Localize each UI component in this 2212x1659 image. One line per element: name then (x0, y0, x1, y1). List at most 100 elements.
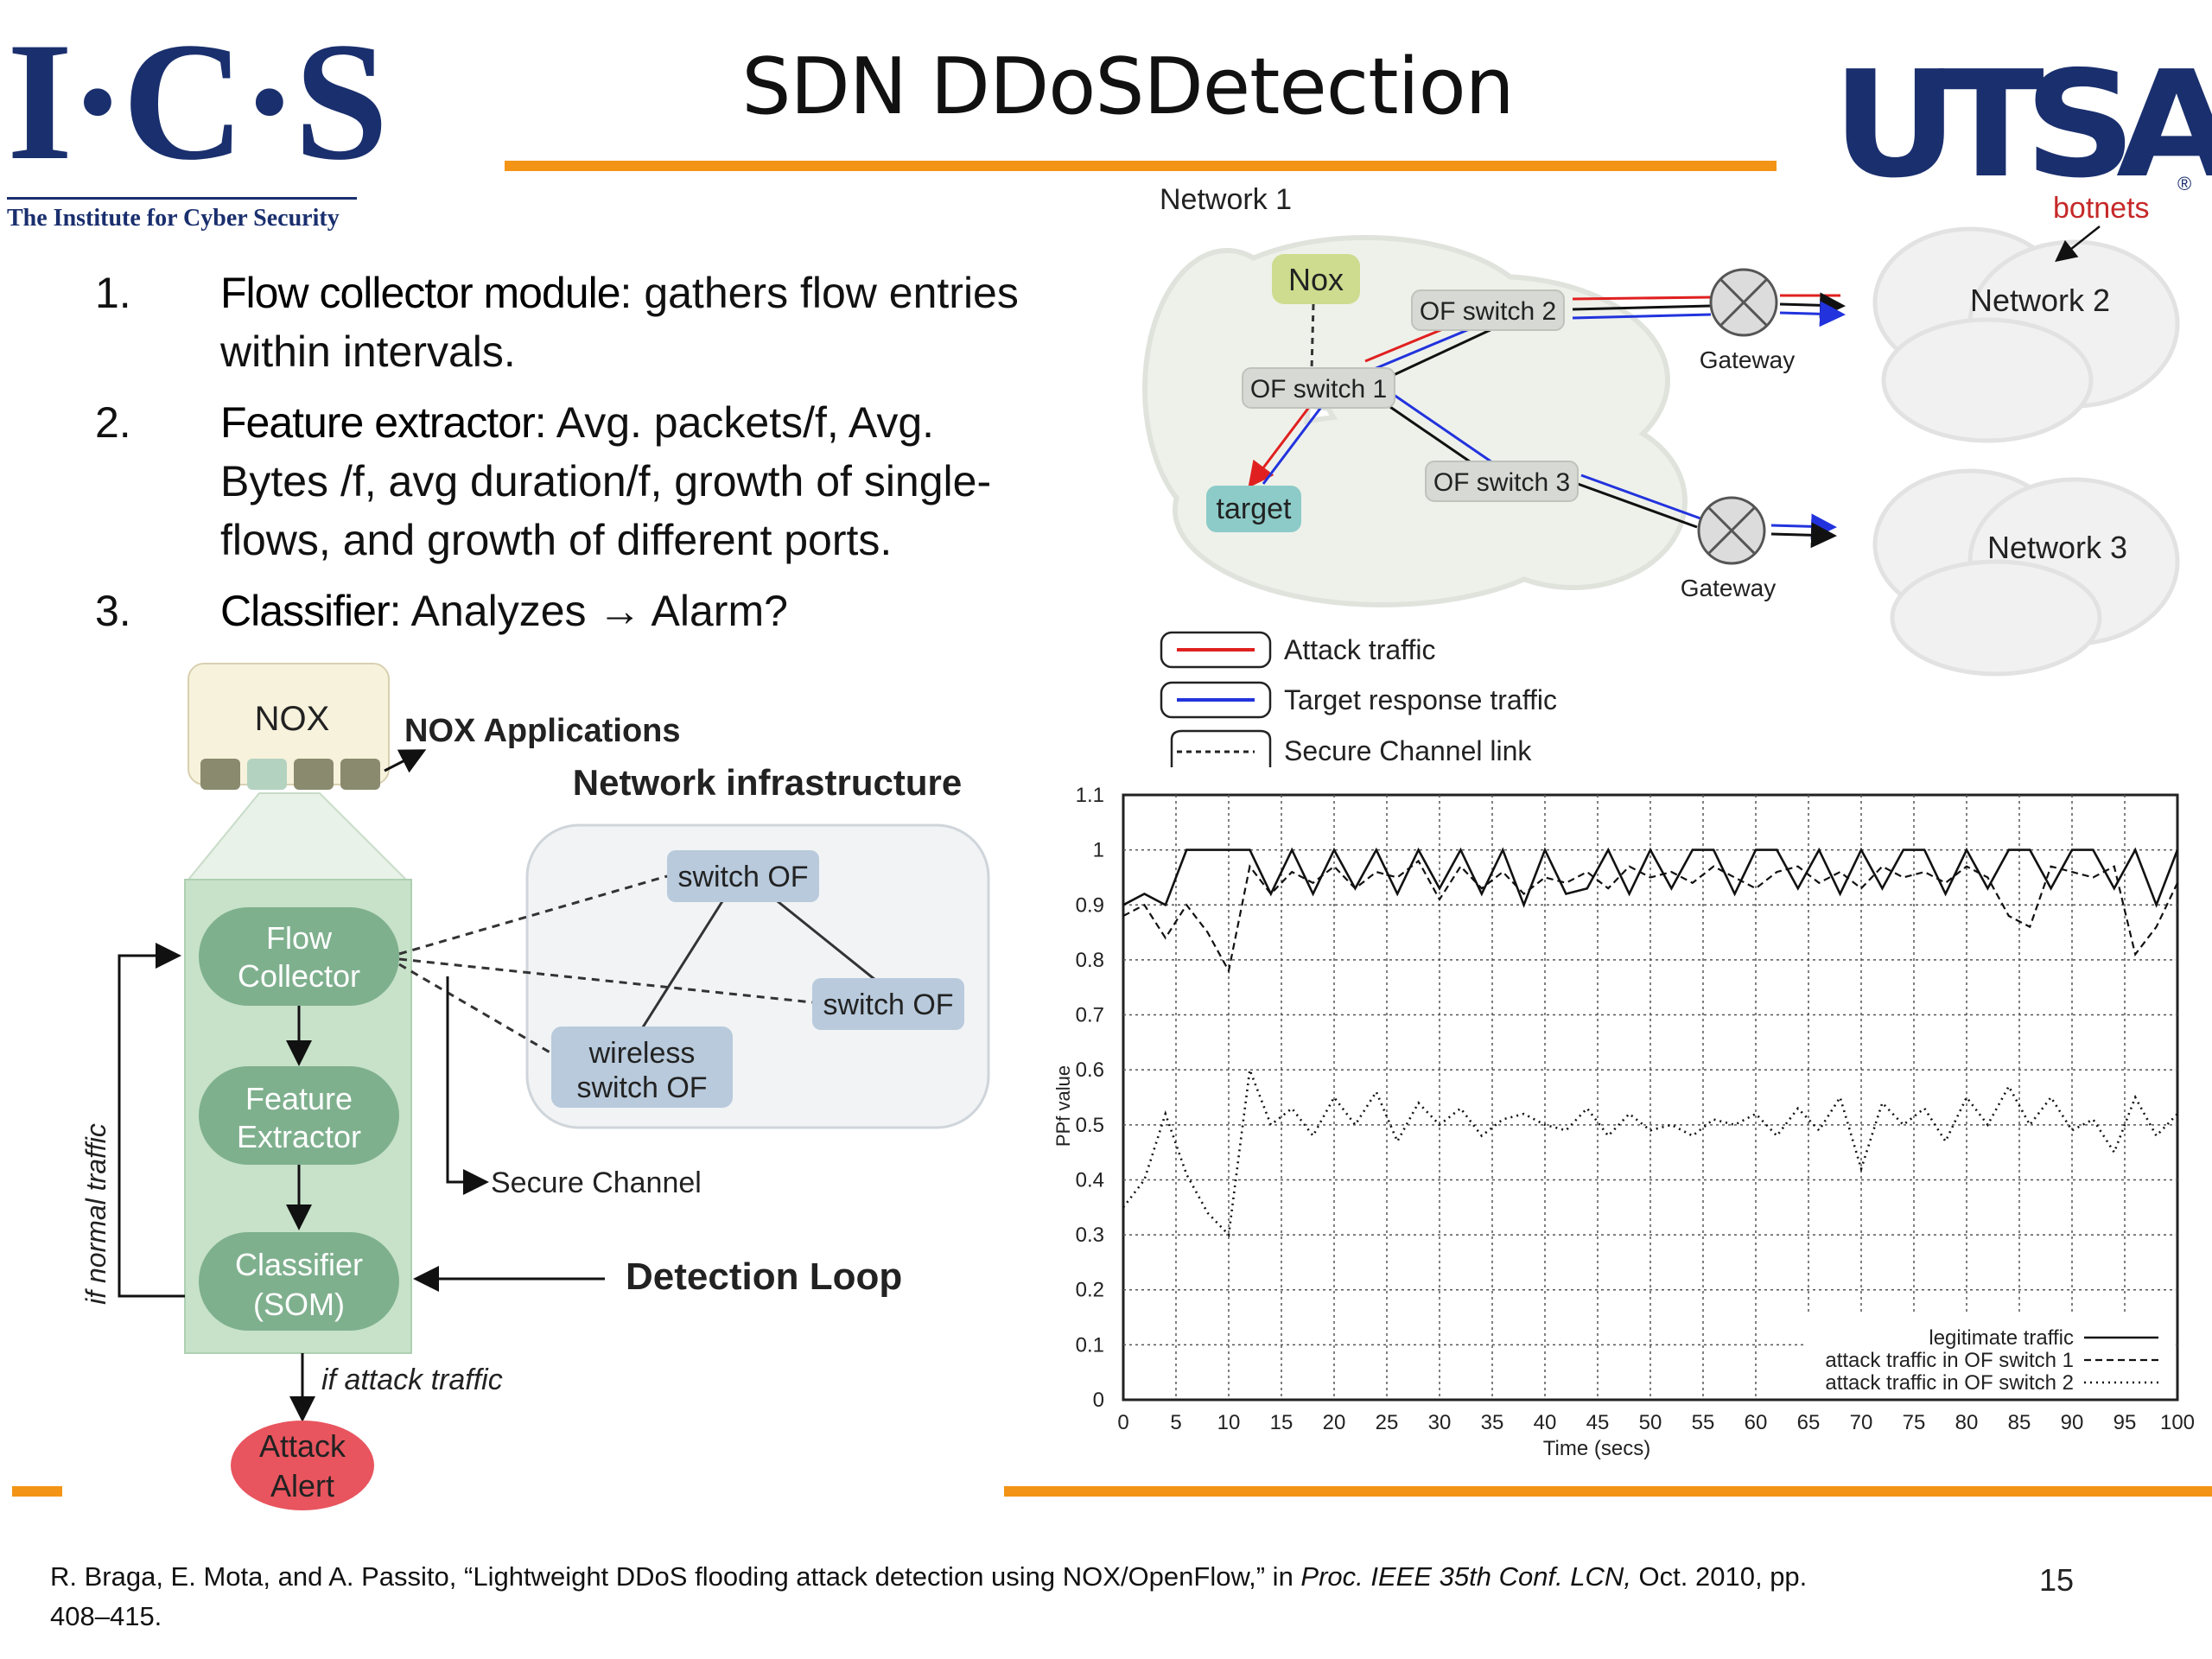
legend-background (1806, 1313, 2173, 1396)
botnets-arrow (2055, 226, 2101, 263)
bullet-description: : Analyzes → Alarm? (389, 587, 788, 635)
flow-collector-node (199, 907, 399, 1006)
bullet-number: 2. (95, 398, 131, 447)
bullet-description: : Avg. packets/f, Avg. Bytes /f, avg dur… (220, 398, 992, 564)
page-number: 15 (2039, 1562, 2075, 1598)
title-underline (505, 161, 1777, 171)
chart-y-axis-label: PPf value (1052, 1065, 1074, 1147)
legend-attack-traffic: Attack traffic (1284, 634, 1435, 665)
bullet-text: Classifier: Analyzes → Alarm? (220, 582, 788, 640)
x-tick-label: 60 (1745, 1411, 1768, 1434)
x-tick-label: 85 (2008, 1411, 2031, 1434)
response-link (1382, 385, 1504, 472)
attack-alert-node (231, 1421, 374, 1510)
bottom-right-rule (1004, 1486, 2212, 1497)
list-item: 1. Flow collector module: gathers flow e… (95, 264, 1028, 381)
normal-traffic-loop (118, 943, 185, 1298)
nox-zoom-funnel (186, 792, 409, 880)
bullet-text: Flow collector module: gathers flow entr… (220, 264, 1028, 381)
utsa-logo: UTSA (1832, 40, 2212, 211)
feature-extractor-label: Feature (245, 1081, 353, 1116)
x-tick-label: 65 (1797, 1411, 1821, 1434)
target-node (1206, 486, 1301, 532)
bullet-list: 1. Flow collector module: gathers flow e… (95, 264, 1028, 652)
ics-logo: I·C·S The Institute for Cyber Security (7, 17, 389, 232)
bullet-number: 3. (95, 587, 131, 635)
x-tick-label: 35 (1481, 1411, 1504, 1434)
if-normal-traffic-label: if normal traffic (80, 1123, 111, 1305)
of-switch-1-label: OF switch 1 (1250, 375, 1387, 404)
ics-logo-subtitle: The Institute for Cyber Security (7, 197, 357, 232)
bullet-description: : gathers flow entries within intervals. (220, 269, 1019, 376)
wireless-switch-label: switch OF (576, 1071, 707, 1104)
x-tick-label: 20 (1323, 1411, 1346, 1434)
chart-x-axis-label: Time (secs) (1543, 1437, 1650, 1460)
slide-title: SDN DDoSDetection (741, 41, 1514, 132)
x-tick-label: 55 (1692, 1411, 1715, 1434)
switch-of-top-label: switch OF (677, 861, 808, 893)
citation-text: Oct. 2010, pp. 408–415. (50, 1561, 1808, 1631)
nox-node-label: Nox (1288, 262, 1344, 297)
network-1-cloud-fill (1147, 240, 1682, 602)
x-tick-label: 15 (1270, 1411, 1294, 1434)
attack-alert-label: Alert (270, 1468, 334, 1503)
link (1572, 304, 1712, 311)
series-line-3 (1122, 1069, 2178, 1237)
response-link (1580, 474, 1701, 520)
list-item: 2. Feature extractor: Avg. packets/f, Av… (95, 393, 1028, 569)
response-link (1779, 301, 1846, 327)
y-tick-label: 0.9 (1076, 893, 1104, 917)
bottom-left-rule (12, 1486, 62, 1497)
flow-collector-label: Collector (238, 958, 360, 994)
network-2-label: Network 2 (1970, 283, 2110, 318)
y-tick-label: 0.2 (1076, 1279, 1104, 1302)
secure-channel-callout (446, 976, 489, 1195)
nox-node (1272, 254, 1360, 304)
bullet-term: Feature extractor (220, 398, 536, 447)
x-tick-label: 30 (1428, 1411, 1452, 1434)
link (1382, 320, 1510, 382)
if-attack-traffic-label: if attack traffic (321, 1363, 503, 1396)
legend-entry: attack traffic in OF switch 2 (1825, 1371, 2074, 1395)
of-switch-1-node (1242, 367, 1395, 409)
feature-extractor-node (199, 1066, 399, 1165)
y-tick-label: 0.4 (1076, 1168, 1104, 1192)
network-legend: Attack traffic Target response traffic S… (1160, 631, 1557, 767)
legend-entry: attack traffic in OF switch 1 (1825, 1349, 2074, 1372)
x-tick-label: 10 (1217, 1411, 1241, 1434)
classifier-label: Classifier (235, 1247, 363, 1282)
y-tick-label: 0.1 (1076, 1333, 1104, 1357)
response-link (1572, 313, 1712, 320)
feature-extractor-label: Extractor (237, 1119, 361, 1154)
legend-secure-channel: Secure Channel link (1284, 735, 1532, 766)
y-tick-label: 1.1 (1076, 784, 1104, 807)
detection-loop-label: Detection Loop (626, 1255, 902, 1298)
citation-venue: Proc. IEEE 35th Conf. LCN, (1300, 1561, 1631, 1592)
x-tick-label: 45 (1586, 1411, 1610, 1434)
legend-entry: legitimate traffic (1929, 1326, 2074, 1350)
link (1577, 482, 1698, 529)
flow-collector-label: Flow (266, 920, 333, 956)
response-link (1770, 513, 1837, 540)
y-tick-label: 0.8 (1076, 949, 1104, 972)
of-switch-3-label: OF switch 3 (1433, 468, 1570, 497)
attack-link (1248, 398, 1317, 488)
attack-link (1572, 296, 1712, 301)
link (1779, 292, 1846, 319)
attack-alert-label: Attack (259, 1428, 346, 1464)
y-tick-label: 1 (1093, 839, 1104, 862)
network-3-label: Network 3 (1987, 530, 2127, 565)
bullet-number: 1. (95, 269, 131, 317)
chart-series (1122, 847, 2179, 1237)
legend-target-response: Target response traffic (1284, 684, 1557, 715)
target-label: target (1217, 493, 1292, 525)
architecture-diagram: NOX NOX Applications Flow Collector Feat… (80, 663, 990, 1510)
nox-box (188, 663, 390, 785)
secure-channel-link (398, 963, 554, 1056)
response-link (1262, 398, 1329, 485)
y-tick-label: 0.5 (1076, 1114, 1104, 1137)
bullet-text: Feature extractor: Avg. packets/f, Avg. … (220, 393, 1028, 569)
y-tick-label: 0 (1093, 1389, 1104, 1412)
